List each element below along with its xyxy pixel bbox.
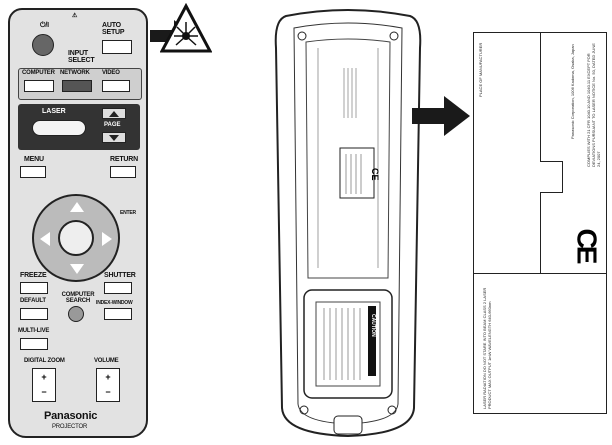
default-button[interactable] <box>20 308 48 320</box>
index-window-label: INDEX-WINDOW <box>96 300 133 306</box>
back-ce-mark: CE <box>370 168 380 181</box>
network-label: NETWORK <box>60 70 90 76</box>
place-of-manufacturer: PLACE OF MANUFACTURER <box>478 42 483 97</box>
arrow-down-icon[interactable] <box>70 264 84 274</box>
laser-aperture-mark: ⚠ <box>72 13 78 19</box>
ce-mark-icon: CE <box>571 228 603 262</box>
power-button[interactable] <box>32 34 54 56</box>
digital-zoom-label: DIGITAL ZOOM <box>24 358 65 364</box>
compliance-text: COMPLIES WITH 21 CFR 1040.10 AND 1040.11… <box>586 43 601 167</box>
product-label: PROJECTOR <box>52 424 88 430</box>
multi-live-label: MULTI-LIVE <box>18 328 50 334</box>
index-window-button[interactable] <box>104 308 132 320</box>
video-label: VIDEO <box>102 70 120 76</box>
auto-setup-button[interactable] <box>102 40 132 54</box>
page-up-button[interactable] <box>102 108 126 119</box>
volume-label: VOLUME <box>94 358 119 364</box>
date-box <box>540 161 563 193</box>
input-select-label: INPUT SELECT <box>68 50 95 64</box>
computer-label: COMPUTER <box>22 70 55 76</box>
company-text: Panasonic Corporation, 1006 Kadoma, Osak… <box>570 44 575 139</box>
arrow-up-icon <box>109 111 119 117</box>
page-down-button[interactable] <box>102 132 126 143</box>
minus-icon: − <box>105 387 111 397</box>
default-label: DEFAULT <box>20 298 46 304</box>
menu-button[interactable] <box>20 166 46 178</box>
laser-warning-icon <box>160 3 212 53</box>
minus-icon: − <box>41 387 47 397</box>
brand-logo: Panasonic <box>44 410 98 422</box>
auto-setup-label: AUTO SETUP <box>102 22 125 36</box>
caution-label: CAUTION <box>370 314 376 337</box>
laser-label: LASER <box>42 108 66 115</box>
arrow-right-icon[interactable] <box>102 232 112 246</box>
digital-zoom-rocker[interactable]: + − <box>32 368 56 402</box>
laser-button[interactable] <box>32 120 86 136</box>
network-button[interactable] <box>62 80 92 92</box>
computer-search-label: COMPUTER SEARCH <box>61 292 95 304</box>
return-label: RETURN <box>110 156 138 163</box>
computer-search-button[interactable] <box>68 306 84 322</box>
arrow-down-icon <box>109 135 119 141</box>
plus-icon: + <box>41 372 47 382</box>
enter-label: ENTER <box>120 210 136 216</box>
computer-button[interactable] <box>24 80 54 92</box>
laser-notice-box <box>474 273 606 414</box>
arrow-up-icon[interactable] <box>70 202 84 212</box>
power-label: ⏻/I <box>40 22 49 29</box>
shutter-label: SHUTTER <box>104 272 136 279</box>
enter-button[interactable] <box>58 220 94 256</box>
volume-rocker[interactable]: + − <box>96 368 120 402</box>
arrow-left-icon[interactable] <box>40 232 50 246</box>
label-left-field <box>474 33 541 273</box>
return-button[interactable] <box>110 166 136 178</box>
label-enlargement: PLACE OF MANUFACTURER COMPLIES WITH 21 C… <box>473 32 607 414</box>
plus-icon: + <box>105 372 111 382</box>
direction-pad[interactable] <box>32 194 120 282</box>
laser-notice-text: LASER RADIATION DO NOT STARE INTO BEAM C… <box>482 287 492 409</box>
video-button[interactable] <box>102 80 130 92</box>
multi-live-button[interactable] <box>20 338 48 350</box>
shutter-button[interactable] <box>104 282 132 294</box>
arrow-right-icon <box>412 96 470 136</box>
remote-front: ⚠ ⏻/I AUTO SETUP INPUT SELECT COMPUTER N… <box>8 8 148 438</box>
freeze-label: FREEZE <box>20 272 47 279</box>
freeze-button[interactable] <box>20 282 48 294</box>
menu-label: MENU <box>24 156 44 163</box>
page-label: PAGE <box>104 122 121 128</box>
remote-back <box>274 9 422 438</box>
